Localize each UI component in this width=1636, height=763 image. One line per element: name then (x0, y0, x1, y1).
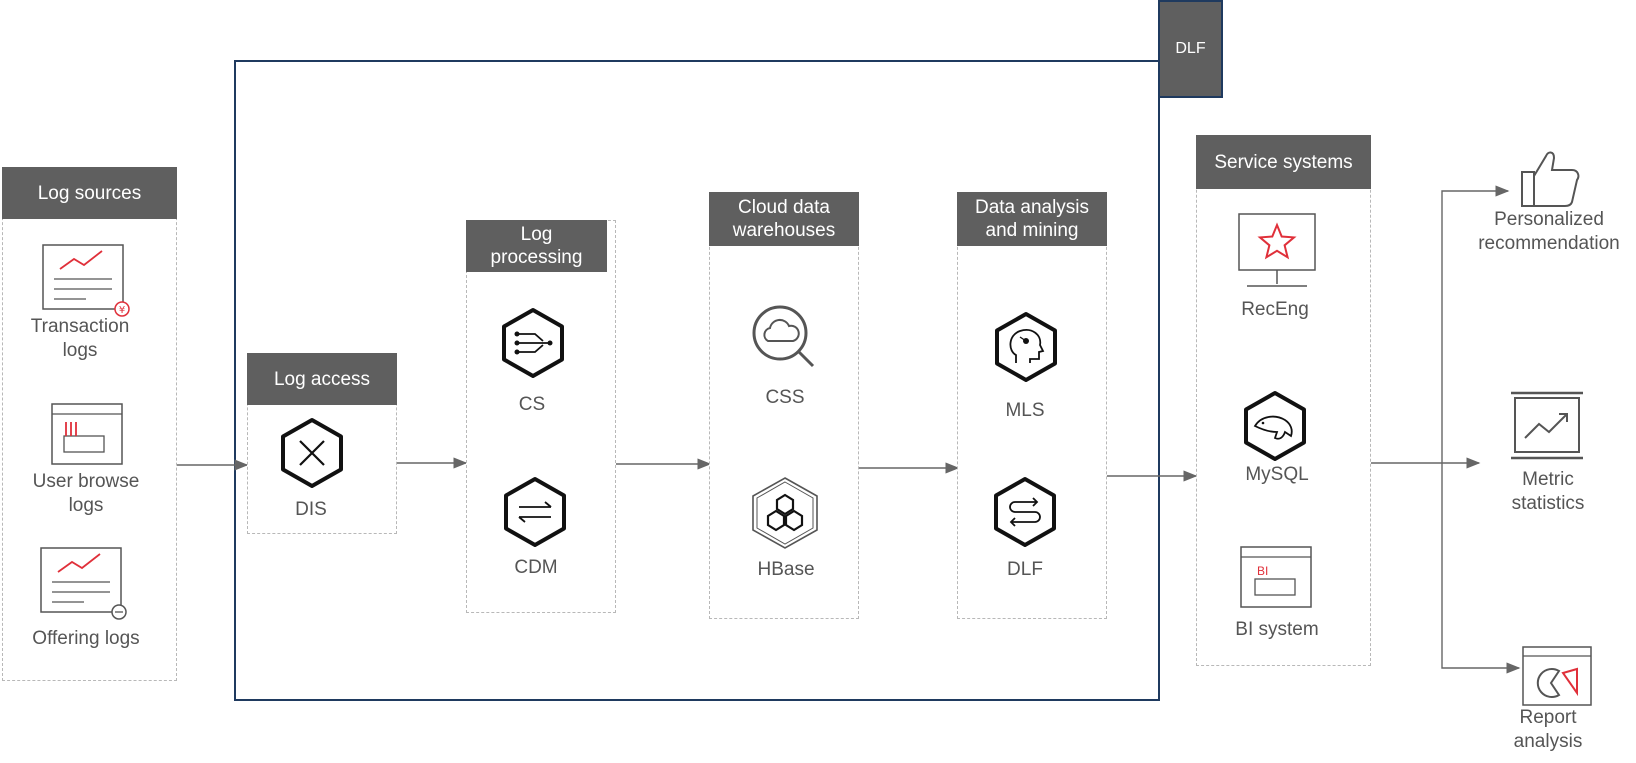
dlf-frame (234, 60, 1160, 701)
service-systems-header: Service systems (1196, 135, 1371, 189)
bi-system-label: BI system (1235, 619, 1319, 640)
cdm-icon (504, 477, 566, 547)
cs-label: CS (518, 394, 546, 415)
transaction-log-icon: ¥ (42, 244, 130, 317)
bi-system-icon: BI (1240, 546, 1312, 608)
cs-icon (502, 308, 564, 378)
svg-text:¥: ¥ (119, 305, 125, 316)
log-access-header: Log access (247, 353, 397, 405)
transaction-logs-label: Transaction logs (30, 316, 130, 361)
mysql-label: MySQL (1245, 464, 1309, 485)
mls-label: MLS (1005, 400, 1045, 421)
report-analysis-label: Report analysis (1513, 707, 1583, 752)
mysql-icon (1244, 391, 1306, 461)
dlf-icon (994, 477, 1056, 547)
thumbs-up-icon (1521, 151, 1580, 207)
report-analysis-icon (1522, 646, 1592, 706)
data-analysis-group (957, 192, 1107, 619)
data-analysis-header: Data analysis and mining (957, 192, 1107, 246)
cdm-label: CDM (514, 557, 558, 578)
log-sources-header: Log sources (2, 167, 177, 219)
css-icon (752, 305, 815, 368)
user-browse-log-icon (51, 403, 123, 465)
log-processing-group (466, 220, 616, 613)
offering-log-icon (40, 547, 127, 620)
receng-icon (1238, 213, 1316, 287)
cloud-dw-header: Cloud data warehouses (709, 192, 859, 246)
personalized-recommendation-label: Personalized recommendation (1478, 209, 1620, 254)
dis-icon (281, 418, 343, 488)
dlf-tab: DLF (1158, 0, 1223, 98)
dlf-label: DLF (1007, 559, 1043, 580)
metric-statistics-icon (1511, 391, 1583, 460)
bi-badge: BI (1257, 564, 1268, 578)
dis-label: DIS (295, 499, 327, 520)
arrow-service-to-report (1441, 463, 1521, 674)
receng-label: RecEng (1241, 299, 1309, 320)
offering-logs-label: Offering logs (32, 628, 140, 649)
css-label: CSS (765, 387, 805, 408)
mls-icon (995, 312, 1057, 382)
metric-statistics-label: Metric statistics (1511, 469, 1585, 514)
hbase-label: HBase (757, 559, 815, 580)
arrow-service-to-recommendation (1441, 185, 1510, 463)
log-processing-header: Log processing (466, 220, 607, 272)
user-browse-logs-label: User browse logs (32, 471, 140, 516)
hbase-icon (752, 477, 818, 549)
